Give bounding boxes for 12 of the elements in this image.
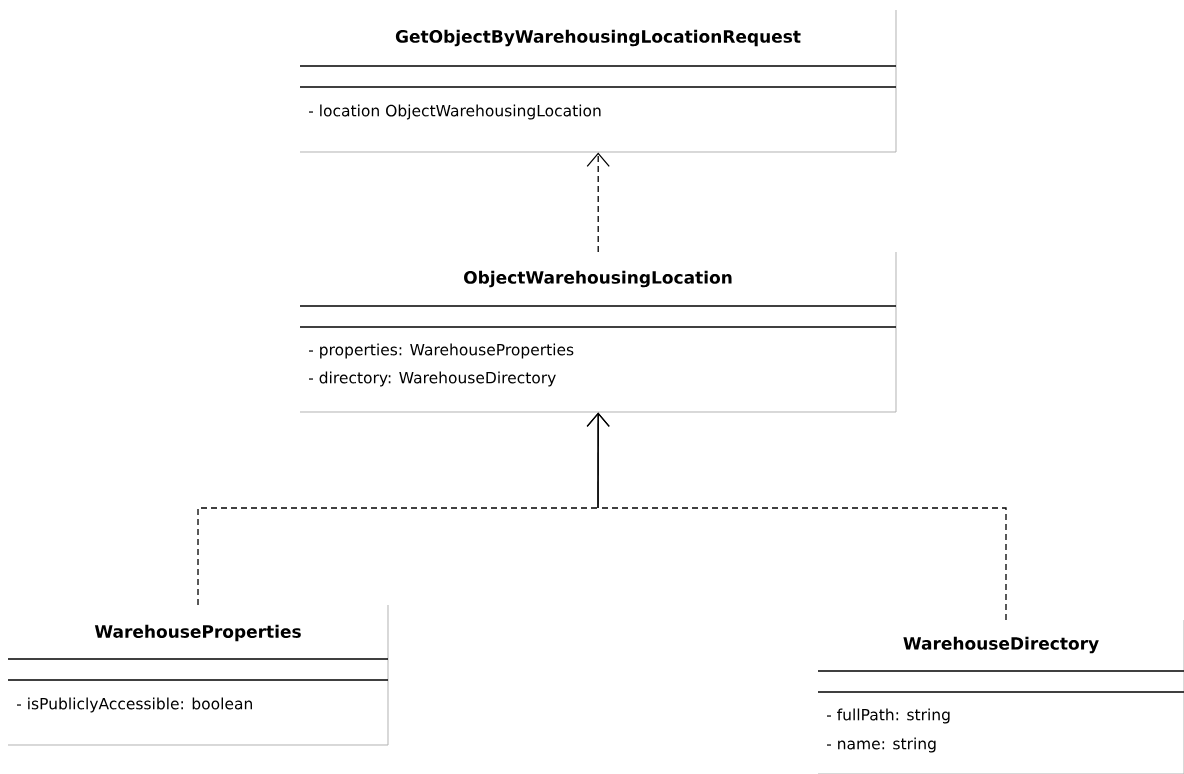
class-name: WarehouseDirectory — [903, 636, 1099, 654]
attribute-text: - fullPath: string — [826, 708, 950, 724]
attribute-text: - directory: WarehouseDirectory — [308, 371, 556, 387]
class-name: ObjectWarehousingLocation — [464, 270, 732, 288]
attribute-text: - isPubliclyAccessible: boolean — [16, 697, 252, 713]
attribute-text: - name: string — [826, 737, 936, 753]
arrow — [586, 412, 1007, 621]
class-name: GetObjectByWarehousingLocationRequest — [395, 29, 801, 47]
arrow — [586, 152, 610, 253]
attribute-text: - location ObjectWarehousingLocation — [308, 104, 601, 120]
attribute-text: - properties: WarehouseProperties — [308, 343, 574, 359]
class-name: WarehouseProperties — [94, 624, 301, 642]
